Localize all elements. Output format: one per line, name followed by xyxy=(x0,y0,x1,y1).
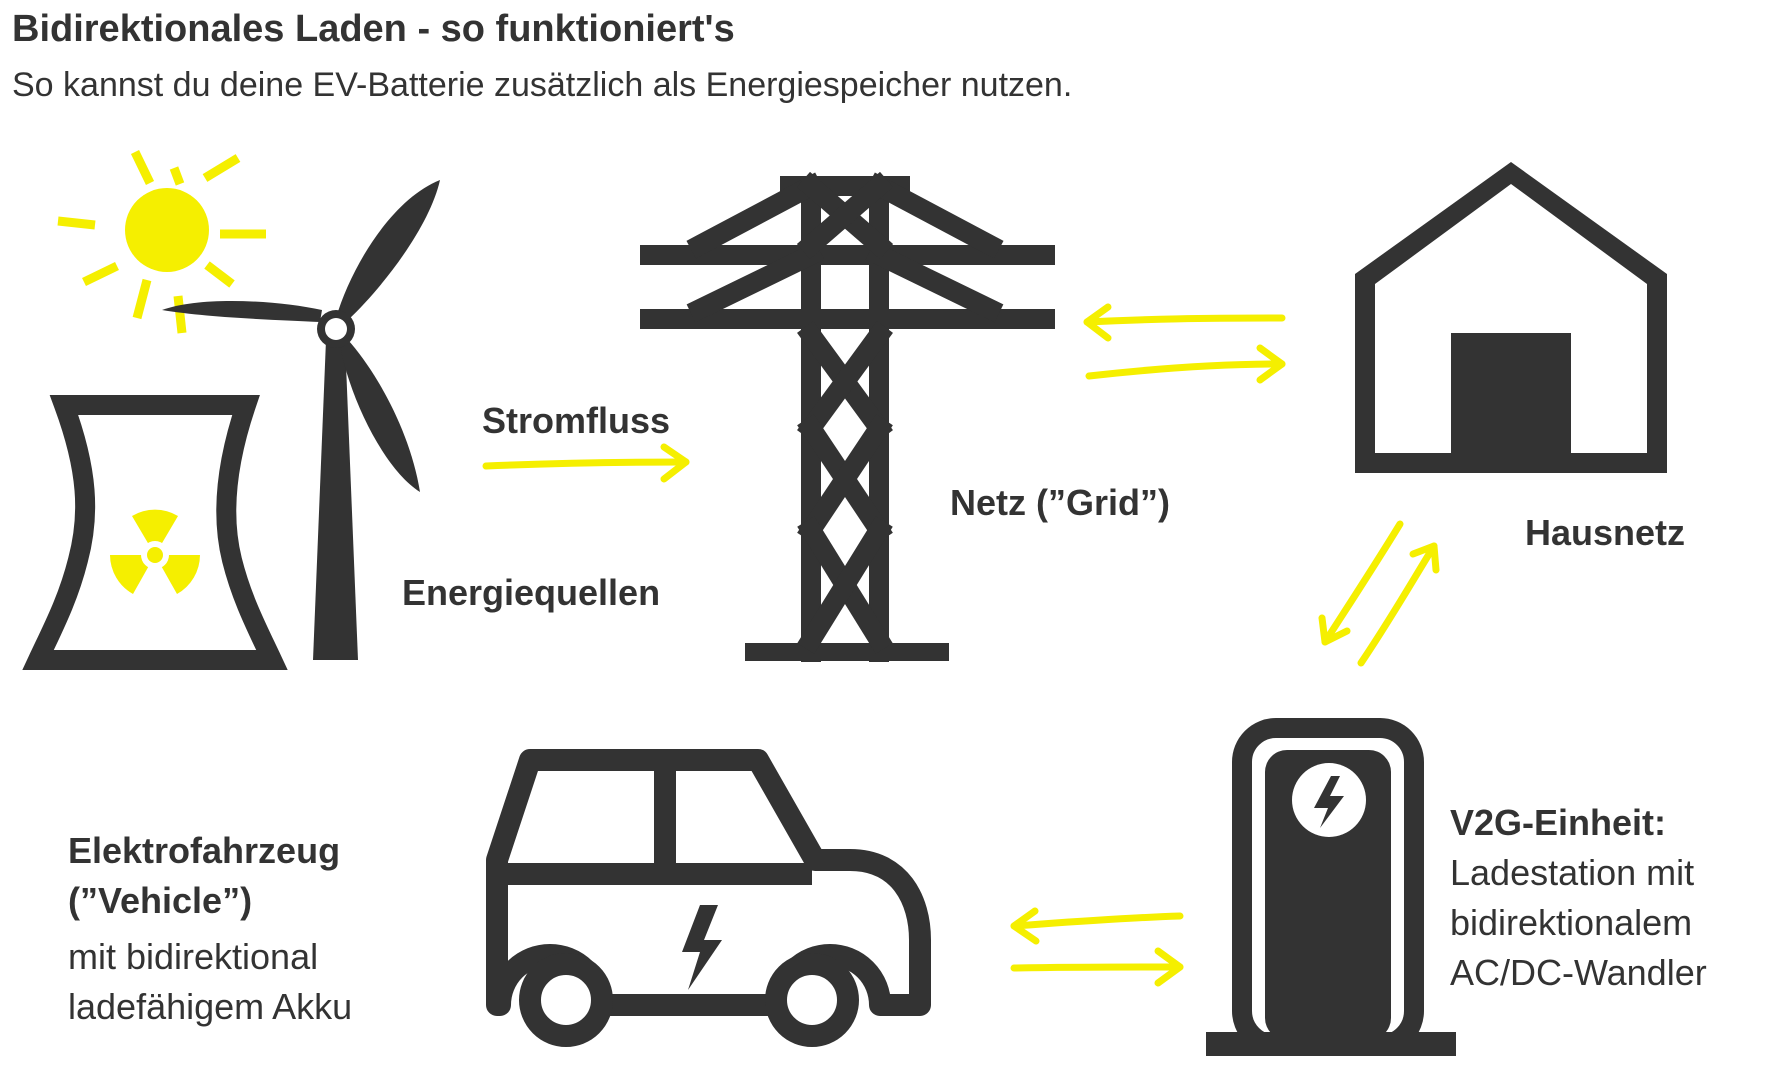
flow-arrows xyxy=(482,303,1440,987)
page-subtitle: So kannst du deine EV-Batterie zusätzlic… xyxy=(12,66,1073,104)
page-title: Bidirektionales Laden - so funktioniert'… xyxy=(12,8,735,50)
arrow-charger-to-house xyxy=(1357,542,1440,667)
vehicle-desc-line-1: mit bidirektional xyxy=(68,936,319,977)
charging-station-icon xyxy=(1206,718,1456,1056)
arrow-grid-to-house xyxy=(1085,344,1286,384)
vehicle-title-line-2: (”Vehicle”) xyxy=(68,880,253,921)
vehicle-label: Elektrofahrzeug (”Vehicle”) mit bidirekt… xyxy=(68,826,352,1032)
power-pylon-icon xyxy=(640,171,1055,662)
v2g-desc-line-2: bidirektionalem xyxy=(1450,902,1693,943)
v2g-title: V2G-Einheit: xyxy=(1450,802,1667,843)
label-energiequellen: Energiequellen xyxy=(402,572,661,613)
sun-icon xyxy=(57,150,266,334)
arrow-car-to-charger xyxy=(1010,947,1184,987)
arrow-house-to-grid xyxy=(1083,303,1286,342)
label-stromfluss: Stromfluss xyxy=(482,400,671,441)
nuclear-plant-icon xyxy=(22,395,288,670)
radiation-symbol-icon xyxy=(110,509,200,594)
label-hausnetz: Hausnetz xyxy=(1525,512,1686,553)
vehicle-title-line-1: Elektrofahrzeug xyxy=(68,830,341,871)
v2g-label: V2G-Einheit: Ladestation mit bidirektion… xyxy=(1450,798,1707,998)
arrow-sources-to-grid xyxy=(482,443,690,483)
vehicle-desc-line-2: ladefähigem Akku xyxy=(68,986,353,1027)
wind-turbine-icon xyxy=(162,180,440,660)
arrow-charger-to-car xyxy=(1010,907,1184,945)
electric-car-icon xyxy=(486,749,931,1047)
v2g-desc-line-3: AC/DC-Wandler xyxy=(1450,952,1707,993)
label-netz: Netz (”Grid”) xyxy=(950,482,1170,523)
house-icon xyxy=(1355,162,1667,473)
v2g-desc-line-1: Ladestation mit xyxy=(1450,852,1695,893)
arrow-house-to-charger xyxy=(1318,520,1404,646)
